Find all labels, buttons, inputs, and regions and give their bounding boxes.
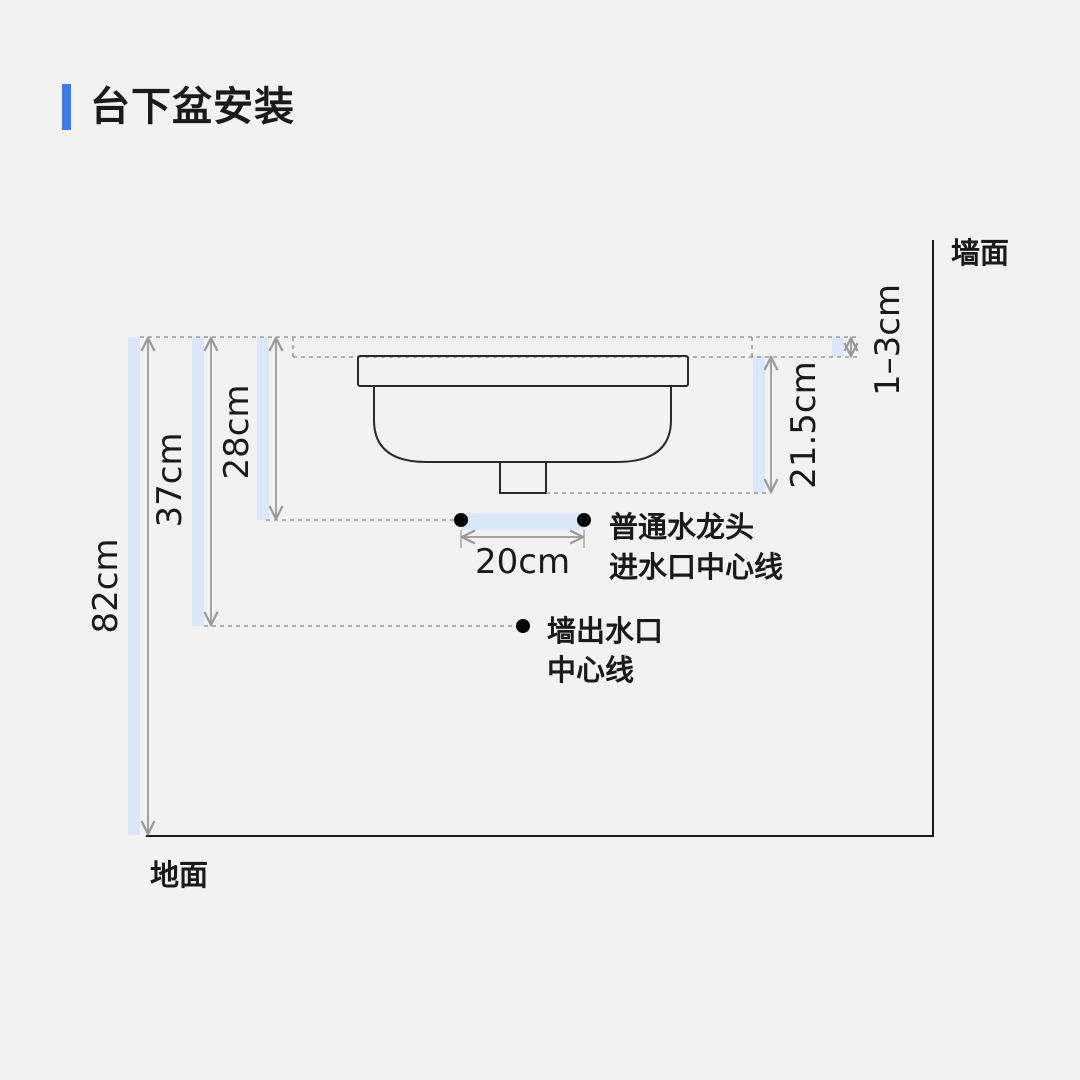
title-accent-bar [62, 84, 71, 130]
faucet-label-line-2: 进水口中心线 [609, 550, 784, 584]
faucet-right-dot [577, 513, 591, 527]
highlight-82cm [128, 337, 140, 835]
dim-label-28cm: 28cm [217, 384, 257, 480]
dim-label-1-3cm: 1–3cm [868, 283, 908, 397]
basin-drain [499, 461, 547, 494]
outlet-dot [516, 619, 530, 633]
faucet-label-line-1: 普通水龙头 [609, 510, 755, 544]
basin-bowl [373, 386, 672, 463]
highlight-37cm [192, 337, 204, 626]
highlight-28cm [257, 337, 269, 520]
dim-label-37cm: 37cm [150, 432, 190, 528]
outlet-label-line-1: 墙出水口 [547, 614, 664, 648]
faucet-left-dot [454, 513, 468, 527]
highlight-21-5cm [753, 356, 765, 493]
highlight-1-3cm [832, 337, 844, 357]
page-title: 台下盆安装 [90, 84, 295, 130]
basin-rim [357, 355, 689, 387]
dim-label-21-5cm: 21.5cm [784, 361, 824, 489]
basin [357, 355, 689, 494]
floor-label: 地面 [150, 858, 209, 892]
dim-label-20cm: 20cm [475, 542, 571, 582]
highlight-20cm [461, 513, 584, 530]
countertop-outline [140, 336, 860, 358]
dim-label-82cm: 82cm [86, 538, 126, 634]
outlet-label-line-2: 中心线 [547, 653, 635, 687]
wall-label: 墙面 [951, 236, 1010, 270]
